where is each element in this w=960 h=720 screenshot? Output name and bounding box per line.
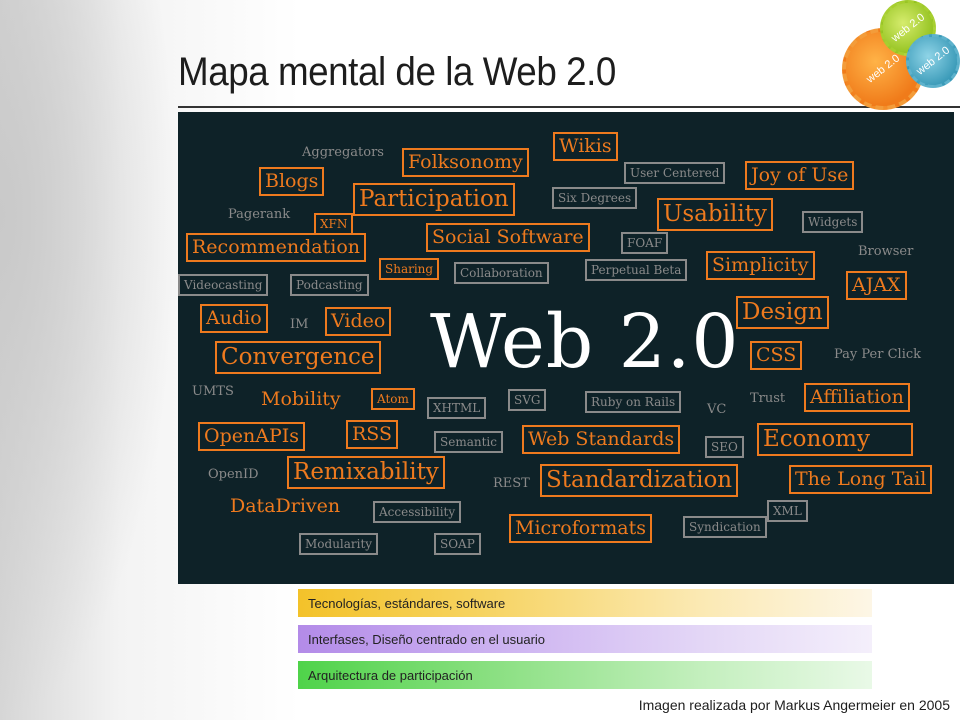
term-ajax: AJAX bbox=[846, 271, 907, 300]
term-browser: Browser bbox=[858, 244, 914, 259]
term-six-degrees: Six Degrees bbox=[552, 187, 638, 209]
term-css: CSS bbox=[750, 341, 803, 370]
legend-interfaces: Interfases, Diseño centrado en el usuari… bbox=[298, 625, 872, 653]
term-mobility: Mobility bbox=[261, 388, 341, 410]
term-modularity: Modularity bbox=[299, 533, 379, 555]
term-atom: Atom bbox=[371, 388, 415, 410]
term-soap: SOAP bbox=[434, 533, 481, 555]
term-user-centered: User Centered bbox=[624, 162, 726, 184]
term-foaf: FOAF bbox=[621, 232, 669, 254]
term-accessibility: Accessibility bbox=[373, 501, 462, 523]
web20-badge-blue: web 2.0 bbox=[906, 34, 960, 88]
term-collaboration: Collaboration bbox=[454, 262, 549, 284]
term-convergence: Convergence bbox=[215, 341, 381, 374]
legend-technologies: Tecnologías, estándares, software bbox=[298, 589, 872, 617]
term-wikis: Wikis bbox=[553, 132, 618, 161]
term-blogs: Blogs bbox=[259, 167, 325, 196]
badge-label: web 2.0 bbox=[914, 44, 952, 78]
web20-badge-green: web 2.0 bbox=[880, 0, 936, 56]
term-joy-of-use: Joy of Use bbox=[745, 161, 855, 190]
term-aggregators: Aggregators bbox=[302, 145, 384, 160]
term-pagerank: Pagerank bbox=[228, 207, 291, 222]
center-label: Web 2.0 bbox=[430, 299, 740, 385]
term-semantic: Semantic bbox=[434, 431, 503, 453]
term-openapis: OpenAPIs bbox=[198, 422, 305, 451]
term-folksonomy: Folksonomy bbox=[402, 148, 529, 177]
legend-participation: Arquitectura de participación bbox=[298, 661, 872, 689]
term-im: IM bbox=[290, 317, 309, 332]
term-participation: Participation bbox=[353, 183, 515, 216]
term-recommendation: Recommendation bbox=[186, 233, 367, 262]
term-vc: VC bbox=[707, 402, 727, 417]
term-trust: Trust bbox=[750, 391, 786, 406]
term-rss: RSS bbox=[346, 420, 399, 449]
term-pay-per-click: Pay Per Click bbox=[834, 347, 922, 362]
term-video: Video bbox=[325, 307, 392, 336]
term-web-standards: Web Standards bbox=[522, 425, 681, 454]
term-audio: Audio bbox=[200, 304, 268, 333]
term-svg: SVG bbox=[508, 389, 547, 411]
term-xfn: XFN bbox=[314, 213, 354, 235]
term-videocasting: Videocasting bbox=[178, 274, 269, 296]
term-perpetual-beta: Perpetual Beta bbox=[585, 259, 688, 281]
title-divider bbox=[178, 106, 960, 108]
term-widgets: Widgets bbox=[802, 211, 864, 233]
badge-label: web 2.0 bbox=[864, 52, 902, 86]
page-title: Mapa mental de la Web 2.0 bbox=[178, 50, 616, 94]
term-syndication: Syndication bbox=[683, 516, 767, 538]
term-affiliation: Affiliation bbox=[804, 383, 910, 412]
term-usability: Usability bbox=[657, 198, 773, 231]
term-simplicity: Simplicity bbox=[706, 251, 815, 280]
term-xhtml: XHTML bbox=[427, 397, 487, 419]
term-standardization: Standardization bbox=[540, 464, 739, 497]
term-datadriven: DataDriven bbox=[230, 495, 341, 517]
mind-map-panel: Web 2.0 Aggregators Folksonomy Wikis Use… bbox=[178, 112, 954, 584]
term-the-long-tail: The Long Tail bbox=[789, 465, 933, 494]
term-xml: XML bbox=[767, 500, 808, 522]
image-credit: Imagen realizada por Markus Angermeier e… bbox=[638, 697, 950, 713]
term-sharing: Sharing bbox=[379, 258, 440, 280]
term-rest: REST bbox=[493, 476, 530, 491]
term-openid: OpenID bbox=[208, 467, 259, 482]
term-social-software: Social Software bbox=[426, 223, 590, 252]
term-remixability: Remixability bbox=[287, 456, 445, 489]
term-economy: Economy bbox=[757, 423, 913, 456]
term-microformats: Microformats bbox=[509, 514, 652, 543]
term-podcasting: Podcasting bbox=[290, 274, 369, 296]
term-design: Design bbox=[736, 296, 829, 329]
background-shade bbox=[0, 0, 180, 720]
term-ruby-on-rails: Ruby on Rails bbox=[585, 391, 682, 413]
term-umts: UMTS bbox=[192, 384, 234, 399]
term-seo: SEO bbox=[705, 436, 744, 458]
